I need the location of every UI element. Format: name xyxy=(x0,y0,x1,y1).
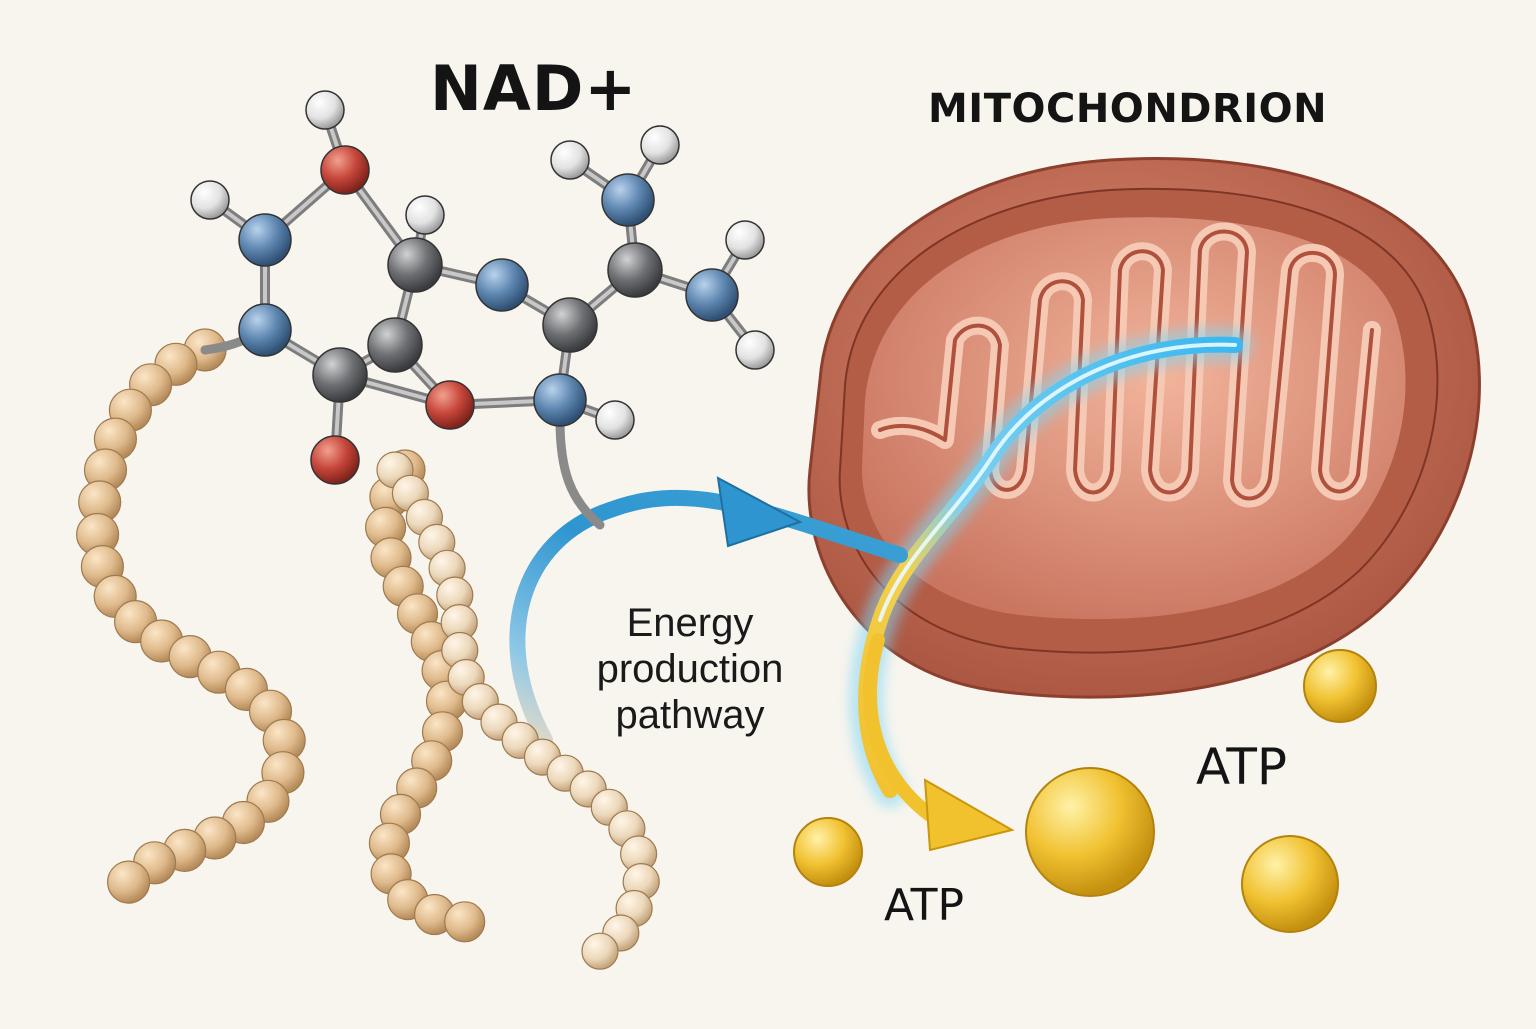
peptide-bead-chains xyxy=(75,328,660,970)
hydrogen-atom-icon xyxy=(305,90,345,130)
bead-icon xyxy=(581,932,619,970)
nitrogen-atom-icon xyxy=(601,173,655,227)
nitrogen-atom-icon xyxy=(475,258,529,312)
hydrogen-atom-icon xyxy=(725,220,765,260)
hydrogen-atom-icon xyxy=(550,140,590,180)
carbon-atom-icon xyxy=(387,237,443,293)
hydrogen-atom-icon xyxy=(595,400,635,440)
carbon-atom-icon xyxy=(312,347,368,403)
pathway-label-line: Energy xyxy=(626,601,754,645)
nitrogen-atom-icon xyxy=(238,303,292,357)
oxygen-atom-icon xyxy=(310,435,360,485)
pathway-arrow-icon xyxy=(509,476,908,748)
mitochondrion-cristae-outline xyxy=(878,229,1374,501)
bond-icon xyxy=(555,415,605,530)
nitrogen-atom-icon xyxy=(685,268,739,322)
atp-label: ATP xyxy=(884,880,965,931)
hydrogen-atom-icon xyxy=(735,330,775,370)
hydrogen-atom-icon xyxy=(405,195,445,235)
mitochondrion-icon xyxy=(807,157,1481,699)
nitrogen-atom-icon xyxy=(238,213,292,267)
bead-icon xyxy=(107,860,151,904)
nad-molecule-icon xyxy=(190,90,775,530)
molecule-title: NAD+ xyxy=(430,52,638,125)
pathway-label-line: pathway xyxy=(615,693,765,737)
bead-icon xyxy=(444,901,486,943)
carbon-atom-icon xyxy=(607,242,663,298)
hydrogen-atom-icon xyxy=(190,180,230,220)
mitochondrion-matrix xyxy=(861,217,1406,620)
carbon-atom-icon xyxy=(367,317,423,373)
organelle-title: MITOCHONDRION xyxy=(928,86,1328,132)
oxygen-atom-icon xyxy=(425,380,475,430)
nitrogen-atom-icon xyxy=(533,373,587,427)
carbon-atom-icon xyxy=(542,297,598,353)
pathway-label-line: production xyxy=(596,647,784,691)
hydrogen-atom-icon xyxy=(640,125,680,165)
arrow-icon xyxy=(862,633,1015,852)
atp-sphere-icon xyxy=(793,649,1377,933)
pathway-label: Energy production pathway xyxy=(560,600,820,738)
oxygen-atom-icon xyxy=(320,145,370,195)
atp-label: ATP xyxy=(1196,738,1288,796)
